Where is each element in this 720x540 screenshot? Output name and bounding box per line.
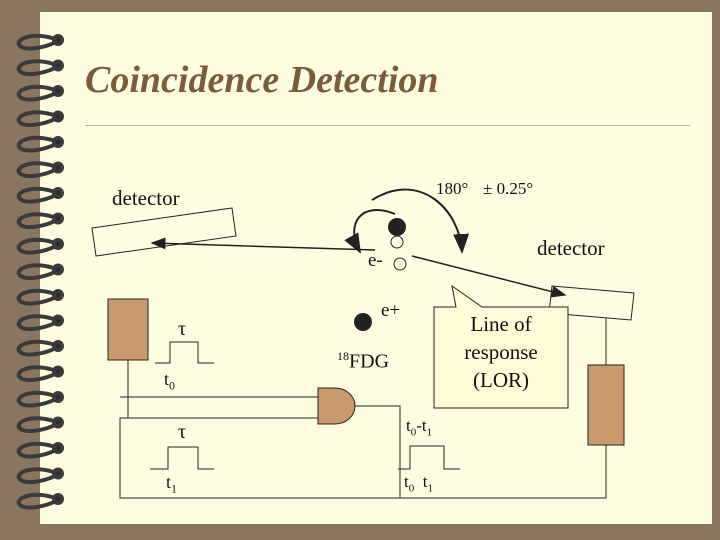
and-gate xyxy=(317,387,356,425)
spiral-coil xyxy=(16,492,58,510)
positron-label: e+ xyxy=(381,300,401,321)
spiral-hole xyxy=(52,340,64,352)
spiral-coil xyxy=(16,237,58,255)
spiral-coil xyxy=(16,212,58,230)
spiral-hole xyxy=(52,314,64,327)
spiral-hole xyxy=(52,136,64,148)
spiral-coil xyxy=(16,110,58,128)
spiral-coil xyxy=(16,339,58,357)
spiral-coil xyxy=(16,365,58,383)
fdg-label: 18FDG xyxy=(337,349,390,373)
spiral-hole xyxy=(52,161,64,174)
spiral-coil xyxy=(16,263,58,281)
spiral-coil xyxy=(16,135,58,153)
pulse-output xyxy=(398,445,460,470)
electron-label: e- xyxy=(368,250,383,271)
pmt-right xyxy=(587,364,625,446)
detector-label-left: detector xyxy=(112,186,180,210)
pmt-left xyxy=(107,298,149,361)
spiral-hole xyxy=(52,416,64,429)
pulse-tau-top xyxy=(155,341,214,364)
spiral-coil xyxy=(16,390,58,408)
t1-label: t1 xyxy=(166,472,178,496)
wire-left xyxy=(119,360,607,499)
detector-crystal-left xyxy=(91,207,237,257)
electron-ghost xyxy=(390,235,404,249)
spiral-coil xyxy=(16,59,58,77)
angle-label: 180° xyxy=(436,179,469,198)
wire-gate-out xyxy=(355,405,401,498)
spiral-coil xyxy=(16,314,58,332)
lor-line-1: Line of xyxy=(470,312,532,336)
spiral-hole xyxy=(52,212,64,225)
spiral-hole xyxy=(52,85,64,97)
annihilation-point xyxy=(388,218,406,236)
spiral-hole xyxy=(52,493,64,505)
spiral-hole xyxy=(52,187,64,199)
spiral-hole xyxy=(52,467,64,480)
title-divider xyxy=(85,125,690,126)
lor-callout xyxy=(433,284,569,409)
curved-arrow-right xyxy=(371,188,470,254)
spiral-binding xyxy=(16,33,64,510)
output-times-label: t0 t1 xyxy=(404,472,433,495)
spiral-hole xyxy=(52,391,64,403)
spiral-coil xyxy=(16,84,58,102)
t0-label: t0 xyxy=(164,369,176,393)
detector-label-right: detector xyxy=(537,236,605,260)
spiral-coil xyxy=(16,161,58,179)
spiral-hole xyxy=(52,238,64,250)
spiral-coil xyxy=(16,441,58,459)
spiral-coil xyxy=(16,467,58,485)
spiral-hole xyxy=(52,289,64,301)
spiral-hole xyxy=(52,442,64,454)
time-difference-label: t0-t1 xyxy=(406,416,433,439)
pulse-tau-bottom xyxy=(150,446,214,470)
gamma-ray-left xyxy=(150,237,376,251)
curved-arrow-left xyxy=(344,208,396,254)
spiral-coil xyxy=(16,416,58,434)
spiral-coil xyxy=(16,288,58,306)
spiral-hole xyxy=(52,263,64,276)
lor-line-3: (LOR) xyxy=(473,368,529,392)
spiral-hole xyxy=(52,59,64,72)
spiral-hole xyxy=(52,110,64,123)
tau-label-bottom: τ xyxy=(178,421,187,443)
spiral-hole xyxy=(52,34,64,46)
electron xyxy=(393,257,407,271)
lor-line-2: response xyxy=(464,340,538,364)
spiral-coil xyxy=(16,33,58,51)
tolerance-label: ± 0.25° xyxy=(483,179,534,198)
lor-text: Line of response (LOR) xyxy=(434,310,568,394)
spiral-coil xyxy=(16,186,58,204)
slide-title: Coincidence Detection xyxy=(85,59,439,101)
positron xyxy=(354,313,372,331)
detector-crystal-right xyxy=(548,285,635,321)
tau-label-top: τ xyxy=(178,318,187,340)
gamma-ray-right xyxy=(411,255,567,298)
spiral-hole xyxy=(52,365,64,378)
